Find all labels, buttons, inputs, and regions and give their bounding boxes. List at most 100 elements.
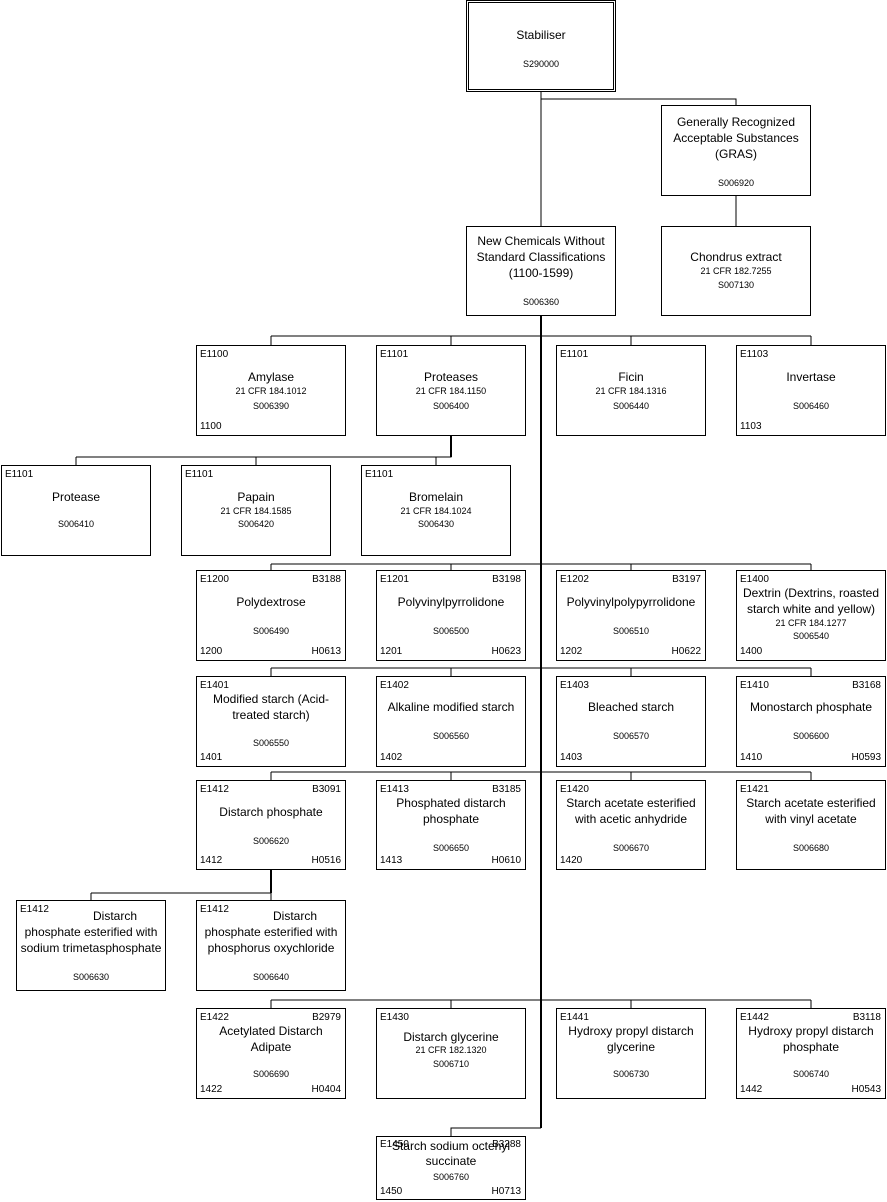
node-monostarch-phosphate[interactable]: E1410 B3168 Monostarch phosphate S006600… — [736, 676, 886, 767]
node-title: Distarch phosphate — [219, 805, 323, 819]
node-e-number: E1402 — [380, 680, 409, 691]
node-title: Distarch glycerine — [403, 1030, 499, 1044]
node-cfr-ref: 21 CFR 184.1277 — [775, 618, 847, 628]
node-title: Alkaline modified starch — [387, 700, 515, 714]
node-dextrin[interactable]: E1400 Dextrin (Dextrins, roasted starch … — [736, 570, 886, 661]
node-title: Modified starch (Acid-treated starch) — [212, 692, 330, 722]
node-h-number: H0613 — [311, 646, 341, 657]
node-invertase[interactable]: E1103 Invertase S006460 1103 — [736, 345, 886, 436]
node-h-number: H0713 — [491, 1186, 521, 1197]
node-cfr-ref: 21 CFR 184.1585 — [220, 506, 292, 516]
node-title: Hydroxy propyl distarch glycerine — [568, 1024, 694, 1054]
node-polyvinylpolypyrrolidone[interactable]: E1202 B3197 Polyvinylpolypyrrolidone S00… — [556, 570, 706, 661]
node-e-number: E1101 — [185, 469, 214, 480]
node-e-number: E1201 — [380, 574, 409, 585]
node-title: Starch acetate esterified with vinyl ace… — [746, 796, 876, 826]
node-title: Phosphated distarch phosphate — [396, 796, 506, 826]
node-acetylated-distarch-adipate[interactable]: E1422 B2979 Acetylated Distarch Adipate … — [196, 1008, 346, 1099]
node-code: S006630 — [72, 972, 110, 982]
node-alkaline-starch[interactable]: E1402 Alkaline modified starch S006560 1… — [376, 676, 526, 767]
node-bleached-starch[interactable]: E1403 Bleached starch S006570 1403 — [556, 676, 706, 767]
node-code: S006460 — [792, 401, 830, 411]
node-code: S006410 — [57, 519, 95, 529]
connector-last — [450, 1127, 541, 1136]
node-h-number: H0623 — [491, 646, 521, 657]
node-code: S006650 — [432, 843, 470, 853]
node-distarch-oxychloride[interactable]: E1412 Distarch phosphate esterified with… — [196, 900, 346, 991]
node-starch-acetate-anhydride[interactable]: E1420 Starch acetate esterified with ace… — [556, 780, 706, 870]
node-b-number: B2979 — [312, 1012, 341, 1023]
node-code: S006740 — [792, 1069, 830, 1079]
connector-root — [540, 92, 737, 226]
node-hp-distarch-phosphate[interactable]: E1442 B3118 Hydroxy propyl distarch phos… — [736, 1008, 886, 1099]
node-title: Starch sodium octenyl succinate — [391, 1139, 511, 1168]
node-e-number: E1413 — [380, 784, 409, 795]
node-amylase[interactable]: E1100 Amylase 21 CFR 184.1012 S006390 11… — [196, 345, 346, 436]
node-ins-number: 1401 — [200, 752, 223, 763]
node-h-number: H0622 — [671, 646, 701, 657]
node-chondrus[interactable]: Chondrus extract 21 CFR 182.7255 S007130 — [661, 226, 811, 316]
node-stabiliser[interactable]: Stabiliser S290000 — [466, 0, 616, 92]
node-title: Starch acetate esterified with acetic an… — [566, 796, 696, 826]
node-ins-number: 1442 — [740, 1084, 763, 1095]
node-e-number: E1410 — [740, 680, 769, 691]
node-b-number: B3188 — [312, 574, 341, 585]
node-modified-starch[interactable]: E1401 Modified starch (Acid-treated star… — [196, 676, 346, 767]
node-code: S006430 — [417, 519, 455, 529]
node-cfr-ref: 21 CFR 184.1150 — [415, 386, 487, 396]
node-ins-number: 1100 — [200, 421, 222, 432]
node-gras[interactable]: Generally Recognized Acceptable Substanc… — [661, 105, 811, 196]
node-title: Monostarch phosphate — [749, 700, 873, 714]
node-ins-number: 1402 — [380, 752, 403, 763]
node-b-number: B3197 — [672, 574, 701, 585]
node-title: Acetylated Distarch Adipate — [219, 1024, 323, 1054]
node-e-number: E1400 — [740, 574, 769, 585]
node-e-number: E1412 — [200, 904, 229, 915]
node-code: S006550 — [252, 738, 290, 748]
node-code: S006620 — [252, 836, 290, 846]
node-ins-number: 1413 — [380, 855, 403, 866]
node-h-number: H0543 — [851, 1084, 881, 1095]
node-hp-distarch-glycerine[interactable]: E1441 Hydroxy propyl distarch glycerine … — [556, 1008, 706, 1099]
node-bromelain[interactable]: E1101 Bromelain 21 CFR 184.1024 S006430 — [361, 465, 511, 556]
node-phosphated-distarch[interactable]: E1413 B3185 Phosphated distarch phosphat… — [376, 780, 526, 870]
node-e-number: E1450 — [380, 1139, 409, 1150]
node-code: S006570 — [612, 731, 650, 741]
node-e-number: E1202 — [560, 574, 589, 585]
node-e-number: E1101 — [560, 349, 589, 360]
node-cfr-ref: 21 CFR 184.1012 — [235, 386, 307, 396]
node-title: Chondrus extract — [690, 250, 782, 264]
node-distarch-glycerine[interactable]: E1430 Distarch glycerine 21 CFR 182.1320… — [376, 1008, 526, 1099]
node-title: Protease — [51, 490, 101, 504]
node-title: Bromelain — [408, 490, 464, 504]
node-papain[interactable]: E1101 Papain 21 CFR 184.1585 S006420 — [181, 465, 331, 556]
node-code: S007130 — [717, 280, 755, 290]
node-code: S006760 — [432, 1172, 470, 1182]
node-e-number: E1103 — [740, 349, 769, 360]
node-ficin[interactable]: E1101 Ficin 21 CFR 184.1316 S006440 — [556, 345, 706, 436]
node-distarch-trimetaphosphate[interactable]: E1412 Distarch phosphate esterified with… — [16, 900, 166, 991]
node-polyvinylpyrrolidone[interactable]: E1201 B3198 Polyvinylpyrrolidone S006500… — [376, 570, 526, 661]
node-ins-number: 1422 — [200, 1084, 223, 1095]
node-cfr-ref: 21 CFR 182.1320 — [415, 1045, 487, 1055]
node-polydextrose[interactable]: E1200 B3188 Polydextrose S006490 1200 H0… — [196, 570, 346, 661]
node-e-number: E1430 — [380, 1012, 409, 1023]
node-starch-sodium-octenyl-succinate[interactable]: E1450 B3288 Starch sodium octenyl succin… — [376, 1136, 526, 1200]
node-ins-number: 1103 — [740, 421, 762, 432]
node-e-number: E1100 — [200, 349, 229, 360]
node-ins-number: 1400 — [740, 646, 763, 657]
node-proteases[interactable]: E1101 Proteases 21 CFR 184.1150 S006400 — [376, 345, 526, 436]
node-distarch-phosphate[interactable]: E1412 B3091 Distarch phosphate S006620 1… — [196, 780, 346, 870]
node-starch-acetate-vinyl[interactable]: E1421 Starch acetate esterified with vin… — [736, 780, 886, 870]
node-new-chemicals[interactable]: New Chemicals Without Standard Classific… — [466, 226, 616, 316]
node-e-number: E1420 — [560, 784, 589, 795]
node-h-number: H0516 — [311, 855, 341, 866]
node-code: S290000 — [522, 59, 560, 69]
node-protease[interactable]: E1101 Protease S006410 — [1, 465, 151, 556]
node-title: Bleached starch — [587, 700, 675, 714]
node-h-number: H0593 — [851, 752, 881, 763]
node-title: New Chemicals Without Standard Classific… — [476, 234, 606, 280]
node-code: S006600 — [792, 731, 830, 741]
node-title: Distarch phosphate esterified with phosp… — [204, 909, 338, 955]
